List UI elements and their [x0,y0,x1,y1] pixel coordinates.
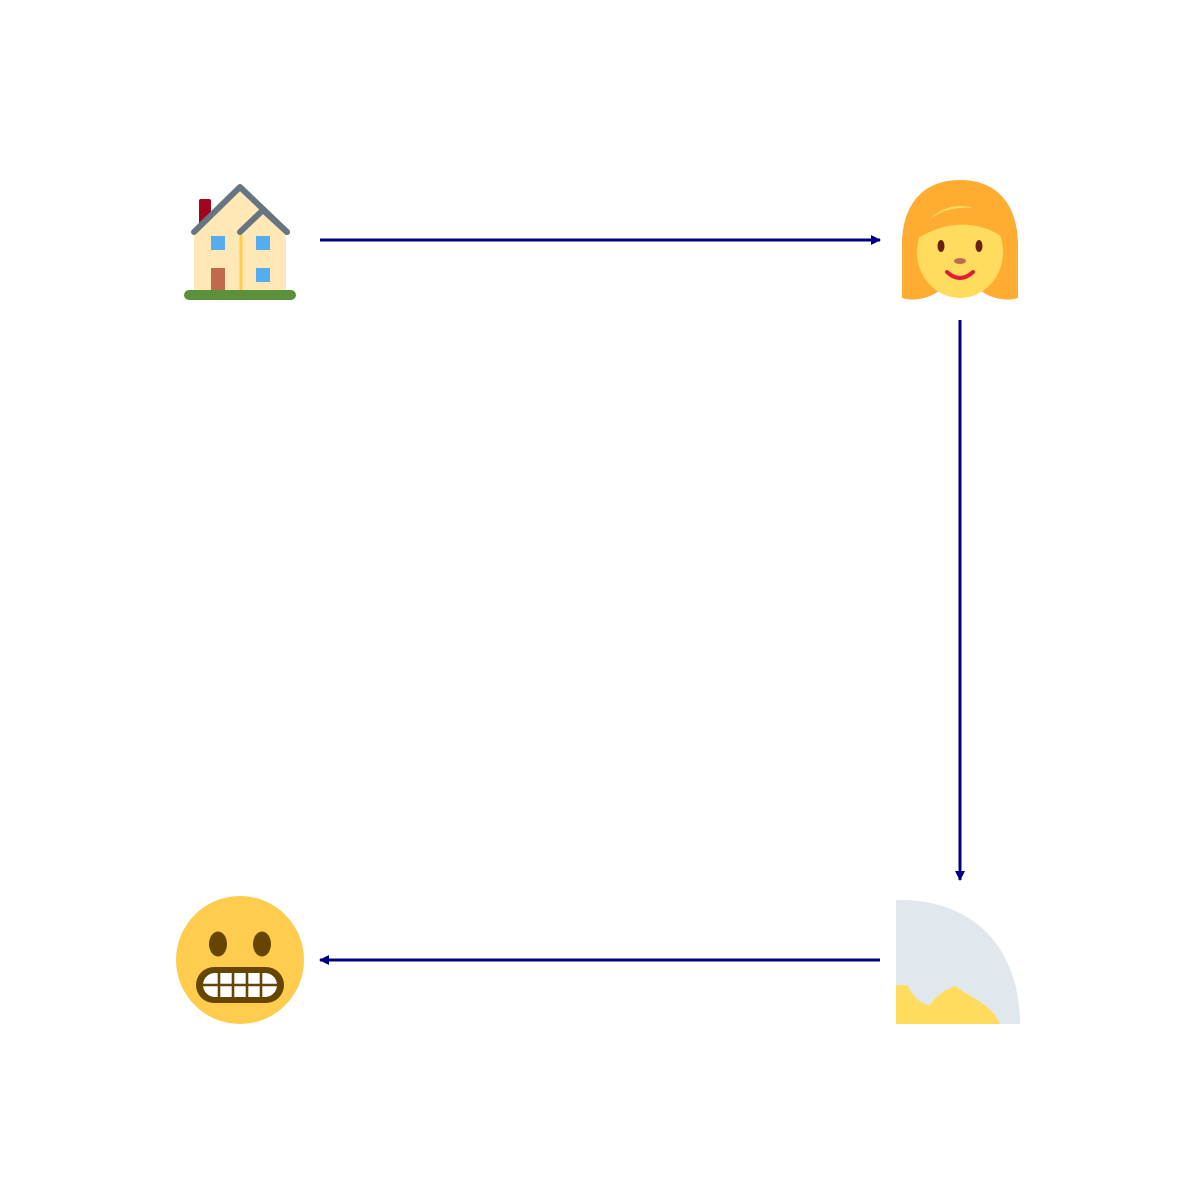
white-haired-person-icon [896,900,1020,1024]
woman-face-icon [902,180,1018,300]
grimacing-face-icon [176,896,304,1024]
edges [319,235,965,965]
house-icon [184,184,296,300]
